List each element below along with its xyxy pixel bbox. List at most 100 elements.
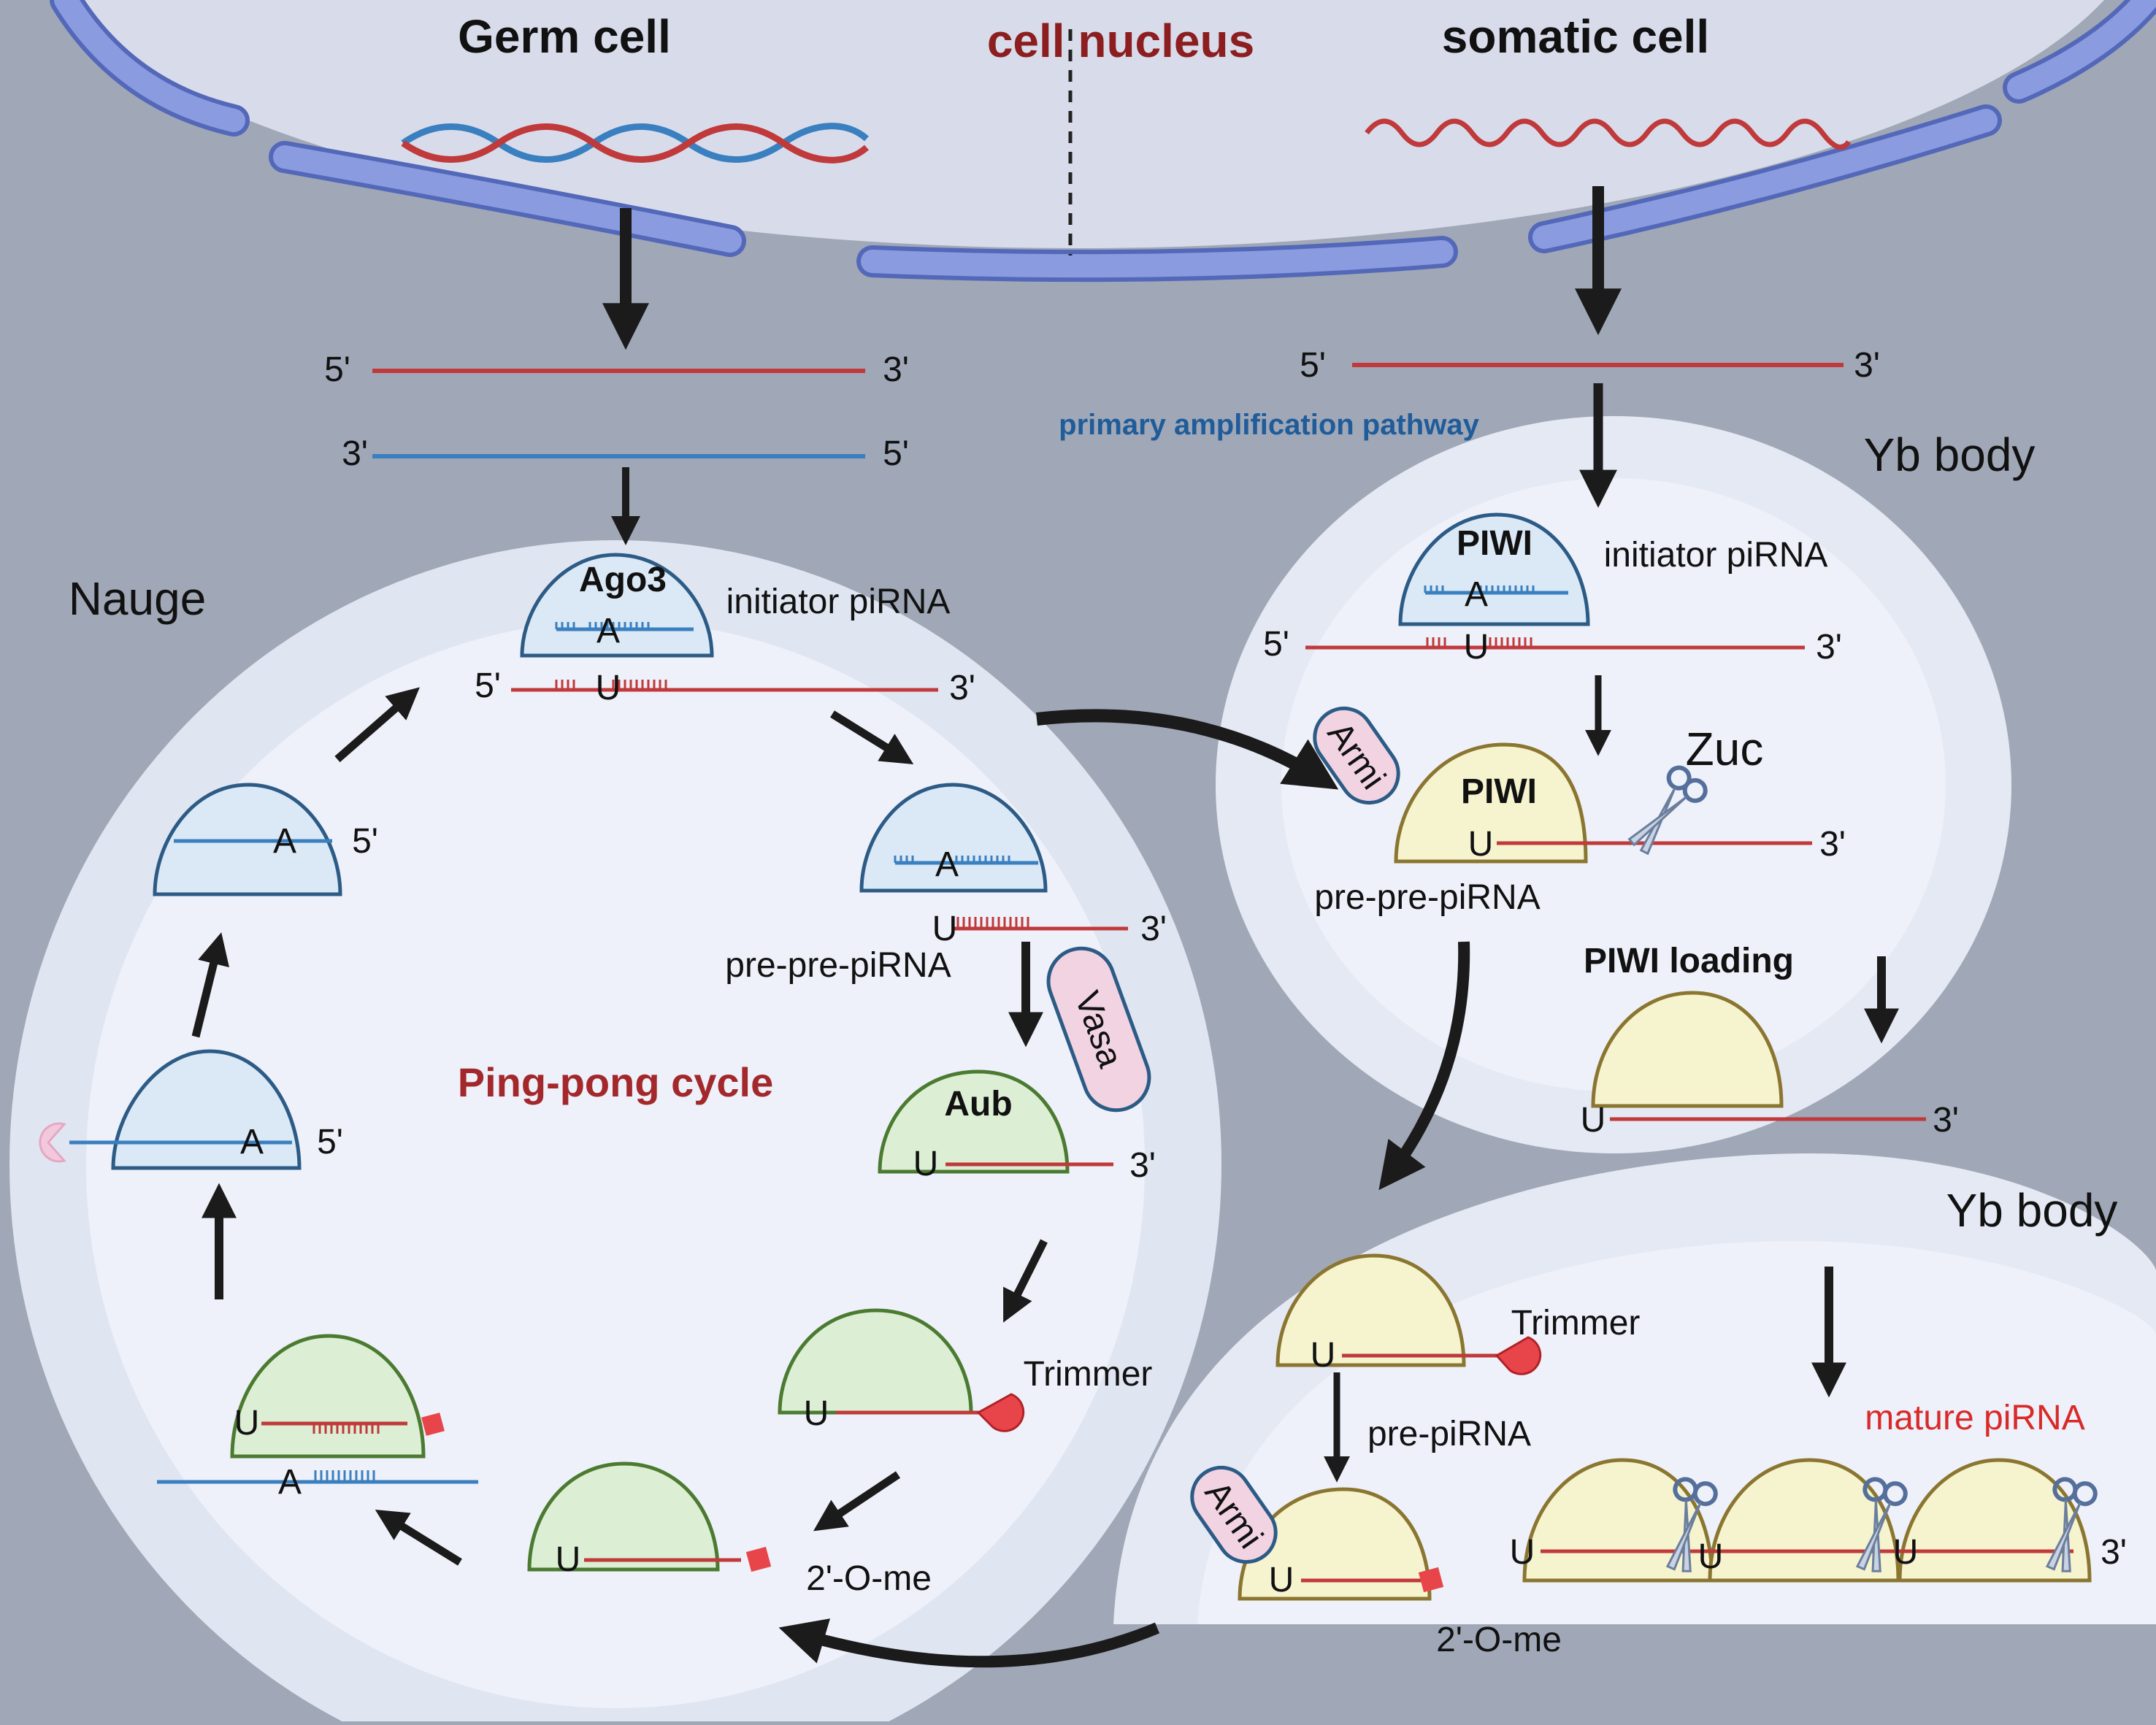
methyl-mark-left-icon — [745, 1546, 772, 1572]
ago3-target-5p: 5' — [475, 666, 501, 705]
mature-pirna-complexes: mature piRNA U U U 3' — [1510, 1399, 2127, 1583]
germ-strand-red-5p: 5' — [324, 350, 350, 389]
trimmer-left-icon — [976, 1393, 1025, 1432]
ago3-lower-base: A — [240, 1123, 264, 1161]
somatic-strand-3p: 3' — [1854, 346, 1880, 385]
piwi-loading-complex: PIWI loading U 3' — [1581, 942, 1959, 1140]
germ-strand-blue-5p: 5' — [883, 434, 909, 473]
arrow-cycle-3 — [1003, 1239, 1048, 1323]
ago3-cleaved: A U 3' pre-pre-piRNA — [725, 783, 1167, 985]
mature-pirna-label: mature piRNA — [1865, 1399, 2084, 1437]
methyl-mark-right-icon — [1418, 1567, 1444, 1593]
ago3-cleaved-3p: 3' — [1140, 910, 1167, 948]
aub-target-base: U — [234, 1404, 260, 1442]
initiator-pirna-right: initiator piRNA — [1604, 536, 1828, 575]
arrow-cycle-8 — [334, 687, 420, 763]
germ-precursor-strands: 5' 3' 3' 5' — [324, 350, 909, 473]
piwi-methylated-base: U — [1269, 1561, 1294, 1599]
ago3-target-3p: 3' — [949, 669, 975, 707]
cell-nucleus — [50, 0, 2156, 283]
two-o-me-right-label: 2'-O-me — [1436, 1621, 1562, 1659]
armi-piwi-methylated: U Armi 2'-O-me — [1190, 1465, 1562, 1659]
germ-cell-title: Germ cell — [458, 10, 671, 63]
dna-double-helix — [401, 123, 869, 164]
pacman-nuclease-icon — [39, 1122, 66, 1163]
trimmer-left-label: Trimmer — [1024, 1355, 1153, 1394]
piwi-loading-3p: 3' — [1933, 1101, 1959, 1140]
armi-piwi-zuc-complex: PIWI U 3' Armi Zuc pre-pre-piRNA — [1313, 706, 1846, 917]
piwi-trimmer-complex: U Trimmer pre-piRNA — [1275, 1253, 1641, 1453]
somatic-strand-5p: 5' — [1300, 346, 1326, 385]
piwi-top-target-base: U — [1464, 628, 1489, 666]
piwi-top-label: PIWI — [1457, 524, 1532, 563]
piwi-top-3p: 3' — [1816, 628, 1842, 666]
piwi-loading-base: U — [1581, 1101, 1606, 1140]
ago3-lower-5p: 5' — [317, 1123, 343, 1161]
ago3-cleaved-base: A — [935, 845, 959, 884]
yb-body-bottom-label: Yb body — [1946, 1184, 2118, 1237]
two-o-me-left-label: 2'-O-me — [806, 1559, 932, 1598]
arrow-to-yb-bottom — [1378, 941, 1470, 1191]
ago3-cleaved-target-base: U — [932, 910, 958, 948]
primary-amplification-pathway-label: primary amplification pathway — [1059, 409, 1479, 441]
aub-trimmer-complex: U Trimmer — [778, 1308, 1153, 1433]
ago3-label: Ago3 — [579, 561, 667, 599]
arrow-to-yb — [1035, 709, 1339, 790]
mature-base-3: U — [1893, 1533, 1919, 1572]
aub-label: Aub — [944, 1085, 1012, 1123]
aub-target-a: A — [278, 1463, 302, 1502]
piwi-top-5p: 5' — [1263, 625, 1289, 664]
aub-base: U — [913, 1145, 939, 1183]
pre-pre-pirna-right: pre-pre-piRNA — [1314, 878, 1540, 917]
ago3-upper-5p: 5' — [352, 822, 378, 861]
trimmer-right-label: Trimmer — [1511, 1304, 1641, 1342]
piwi-mid-base: U — [1468, 825, 1494, 864]
vasa-protein: Vasa — [1046, 946, 1151, 1113]
ago3-loaded-lower: A 5' — [39, 1049, 343, 1170]
germ-strand-blue-3p: 3' — [342, 434, 368, 473]
pre-pre-pirna-left: pre-pre-piRNA — [725, 946, 951, 985]
trimmer-right-icon — [1495, 1336, 1542, 1375]
arrow-cycle-1 — [830, 710, 914, 764]
piwi-trimmer-base: U — [1311, 1336, 1336, 1375]
ping-pong-cycle-label: Ping-pong cycle — [458, 1059, 774, 1105]
piwi-loading-label: PIWI loading — [1584, 942, 1794, 980]
ago3-upper-base: A — [273, 822, 296, 861]
aub-methylated: U 2'-O-me — [527, 1461, 932, 1598]
somatic-precursor-strand: 5' 3' — [1300, 346, 1880, 385]
aub-target-complex: U A — [157, 1334, 478, 1502]
aub-trimmer-base: U — [804, 1394, 829, 1433]
germ-strand-red-3p: 3' — [883, 350, 909, 389]
piwi-mid-label: PIWI — [1461, 772, 1537, 811]
somatic-cell-title: somatic cell — [1442, 10, 1709, 63]
piwi-mid-3p: 3' — [1819, 825, 1846, 864]
aub-methylated-base: U — [556, 1540, 581, 1579]
ago3-complex: Ago3 A initiator piRNA U 5' 3' — [475, 553, 975, 707]
piwi-top-base: A — [1465, 575, 1488, 614]
mature-base-1: U — [1510, 1533, 1535, 1572]
arrow-cycle-4 — [813, 1471, 901, 1532]
arrow-cycle-7 — [191, 932, 230, 1038]
arrows — [191, 186, 1899, 1668]
arrow-back-to-nauge — [778, 1618, 1160, 1668]
mature-base-2: U — [1698, 1537, 1724, 1576]
ago3-loaded-upper: A 5' — [153, 783, 378, 896]
arrow-cycle-5 — [375, 1510, 462, 1566]
cell-nucleus-title: cell nucleus — [987, 15, 1254, 67]
zuc-label: Zuc — [1686, 723, 1764, 775]
aub-3p: 3' — [1129, 1146, 1156, 1185]
ago3-target-base: U — [596, 669, 621, 707]
mature-3p: 3' — [2101, 1533, 2127, 1572]
yb-body-top-label: Yb body — [1864, 429, 2036, 481]
piwi-initiator-complex: PIWI A initiator piRNA U 5' 3' — [1263, 512, 1842, 666]
nauge-label: Nauge — [69, 572, 207, 625]
somatic-rna-wave — [1365, 118, 1851, 150]
pre-pirna-label: pre-piRNA — [1367, 1415, 1531, 1453]
aub-complex: Aub U 3' — [878, 1069, 1156, 1185]
ago3-base: A — [596, 612, 620, 650]
yb-body-top — [1216, 416, 2011, 1153]
initiator-pirna-left: initiator piRNA — [726, 583, 951, 621]
methyl-mark-cycle-icon — [421, 1413, 445, 1436]
